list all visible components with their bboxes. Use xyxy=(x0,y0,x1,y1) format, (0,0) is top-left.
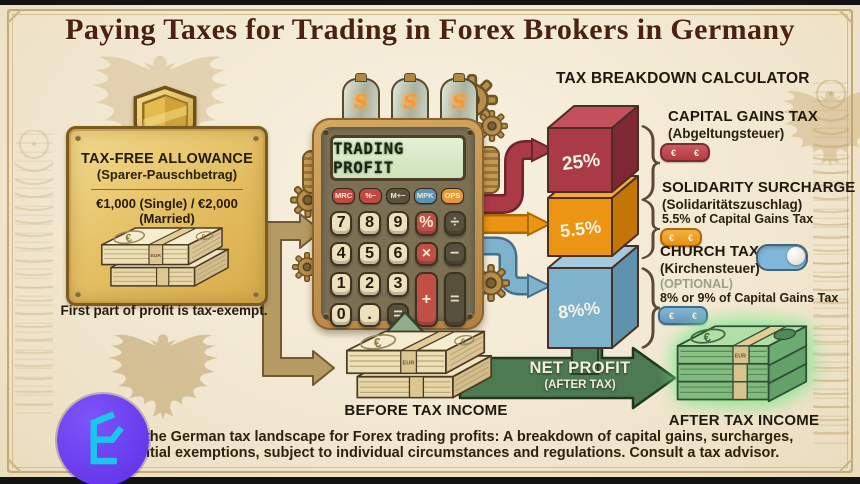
page-title: Paying Taxes for Trading in Forex Broker… xyxy=(65,13,795,46)
church-tax-title: CHURCH TAX xyxy=(660,243,760,260)
allowance-subheading: (Sparer-Pauschbetrag) xyxy=(96,167,238,182)
key-equals: = xyxy=(443,272,466,327)
net-profit-subtext: (AFTER TAX) xyxy=(544,379,616,391)
key-1: 1 xyxy=(330,272,353,297)
before-tax-money-stack xyxy=(330,328,515,408)
tax-split-arrows xyxy=(480,138,557,299)
memory-key: OPS xyxy=(440,188,465,204)
bottom-letterbox-bar xyxy=(0,477,860,484)
memory-key: %− xyxy=(359,188,383,204)
euro-icon: € xyxy=(687,232,693,243)
engraved-filigree-left xyxy=(15,130,53,414)
before-tax-label: BEFORE TAX INCOME xyxy=(344,402,508,419)
key-4: 4 xyxy=(330,241,353,266)
capital-gains-segment xyxy=(547,127,613,193)
key-5: 5 xyxy=(358,241,381,266)
key-7: 7 xyxy=(330,211,353,236)
euro-badge: € € xyxy=(660,228,702,247)
solidarity-segment xyxy=(547,197,613,257)
key-9: 9 xyxy=(386,211,410,236)
top-letterbox-bar xyxy=(0,0,860,5)
brand-logo xyxy=(57,394,149,484)
toggle-knob xyxy=(787,247,805,265)
church-tax-segment xyxy=(547,267,613,349)
capital-gains-pct: 25% xyxy=(561,150,601,175)
church-tax-note: 8% or 9% of Capital Gains Tax xyxy=(660,291,839,305)
key-plus: + xyxy=(415,272,438,327)
solidarity-title: SOLIDARITY SURCHARGE xyxy=(662,179,856,196)
solidarity-note: 5.5% of Capital Gains Tax xyxy=(662,212,814,226)
tax-free-allowance-card: TAX-FREE ALLOWANCE (Sparer-Pauschbetrag)… xyxy=(66,126,268,306)
key-decimal: . xyxy=(358,302,381,327)
brace xyxy=(640,198,662,260)
after-tax-label: AFTER TAX INCOME xyxy=(668,412,820,429)
disclaimer-line1: Navigating the German tax landscape for … xyxy=(66,429,794,445)
key-3: 3 xyxy=(386,272,410,297)
euro-icon: € xyxy=(670,147,676,158)
key-minus: − xyxy=(443,241,466,266)
solidarity-subtitle: (Solidaritätszuschlag) xyxy=(662,197,803,212)
key-0: 0 xyxy=(330,302,353,327)
breakdown-heading: TAX BREAKDOWN CALCULATOR xyxy=(556,70,810,87)
church-tax-subtitle: (Kirchensteuer) xyxy=(660,261,760,276)
capital-gains-title: CAPITAL GAINS TAX xyxy=(668,108,819,125)
key-multiply: × xyxy=(415,241,438,266)
church-tax-toggle[interactable] xyxy=(756,244,808,271)
brand-logo-glyph xyxy=(90,411,124,465)
euro-badge: € € xyxy=(660,143,710,162)
calculator-display: TRADING PROFIT xyxy=(330,135,466,181)
memory-key: MPK xyxy=(413,188,437,204)
euro-icon: € xyxy=(693,147,699,158)
memory-key: M+− xyxy=(386,188,410,204)
money-stack-illustration xyxy=(93,225,243,295)
allowance-heading: TAX-FREE ALLOWANCE xyxy=(81,151,253,167)
allowance-caption: First part of profit is tax-exempt. xyxy=(60,303,268,318)
key-divide: ÷ xyxy=(443,211,466,236)
calculator-body: TRADING PROFIT MRC %− M+− MPK OPS 7 8 9 … xyxy=(312,118,484,330)
corner-ornament xyxy=(808,428,852,472)
net-profit-caption: NET PROFIT (AFTER TAX) xyxy=(498,359,662,391)
after-tax-money-stack xyxy=(665,312,817,412)
calculator-keypad: 7 8 9 % ÷ 4 5 6 × − 1 2 3 + = 0 . xyxy=(330,211,466,327)
divider xyxy=(90,189,244,190)
key-2: 2 xyxy=(358,272,381,297)
capital-gains-subtitle: (Abgeltungsteuer) xyxy=(668,126,785,141)
disclaimer: Navigating the German tax landscape for … xyxy=(48,429,812,461)
trading-profit-calculator: S S S TRADING PROFIT MRC %− M+− MPK OPS … xyxy=(290,70,506,338)
key-percent: % xyxy=(415,211,438,236)
euro-icon: € xyxy=(668,232,674,243)
disclaimer-line2: and potential exemptions, subject to ind… xyxy=(80,445,780,461)
key-6: 6 xyxy=(386,241,410,266)
key-8: 8 xyxy=(358,211,381,236)
church-tax-optional: (OPTIONAL) xyxy=(660,277,733,291)
brace xyxy=(640,124,662,202)
solidarity-pct: 5.5% xyxy=(559,217,602,242)
memory-key: MRC xyxy=(332,188,356,204)
allowance-amounts: €1,000 (Single) / €2,000 (Married) xyxy=(96,196,238,226)
memory-key-row: MRC %− M+− MPK OPS xyxy=(332,188,465,204)
tax-breakdown-bar: 25% 5.5% 8%% xyxy=(547,105,639,375)
net-profit-text: NET PROFIT xyxy=(529,359,631,377)
corner-ornament xyxy=(8,428,52,472)
